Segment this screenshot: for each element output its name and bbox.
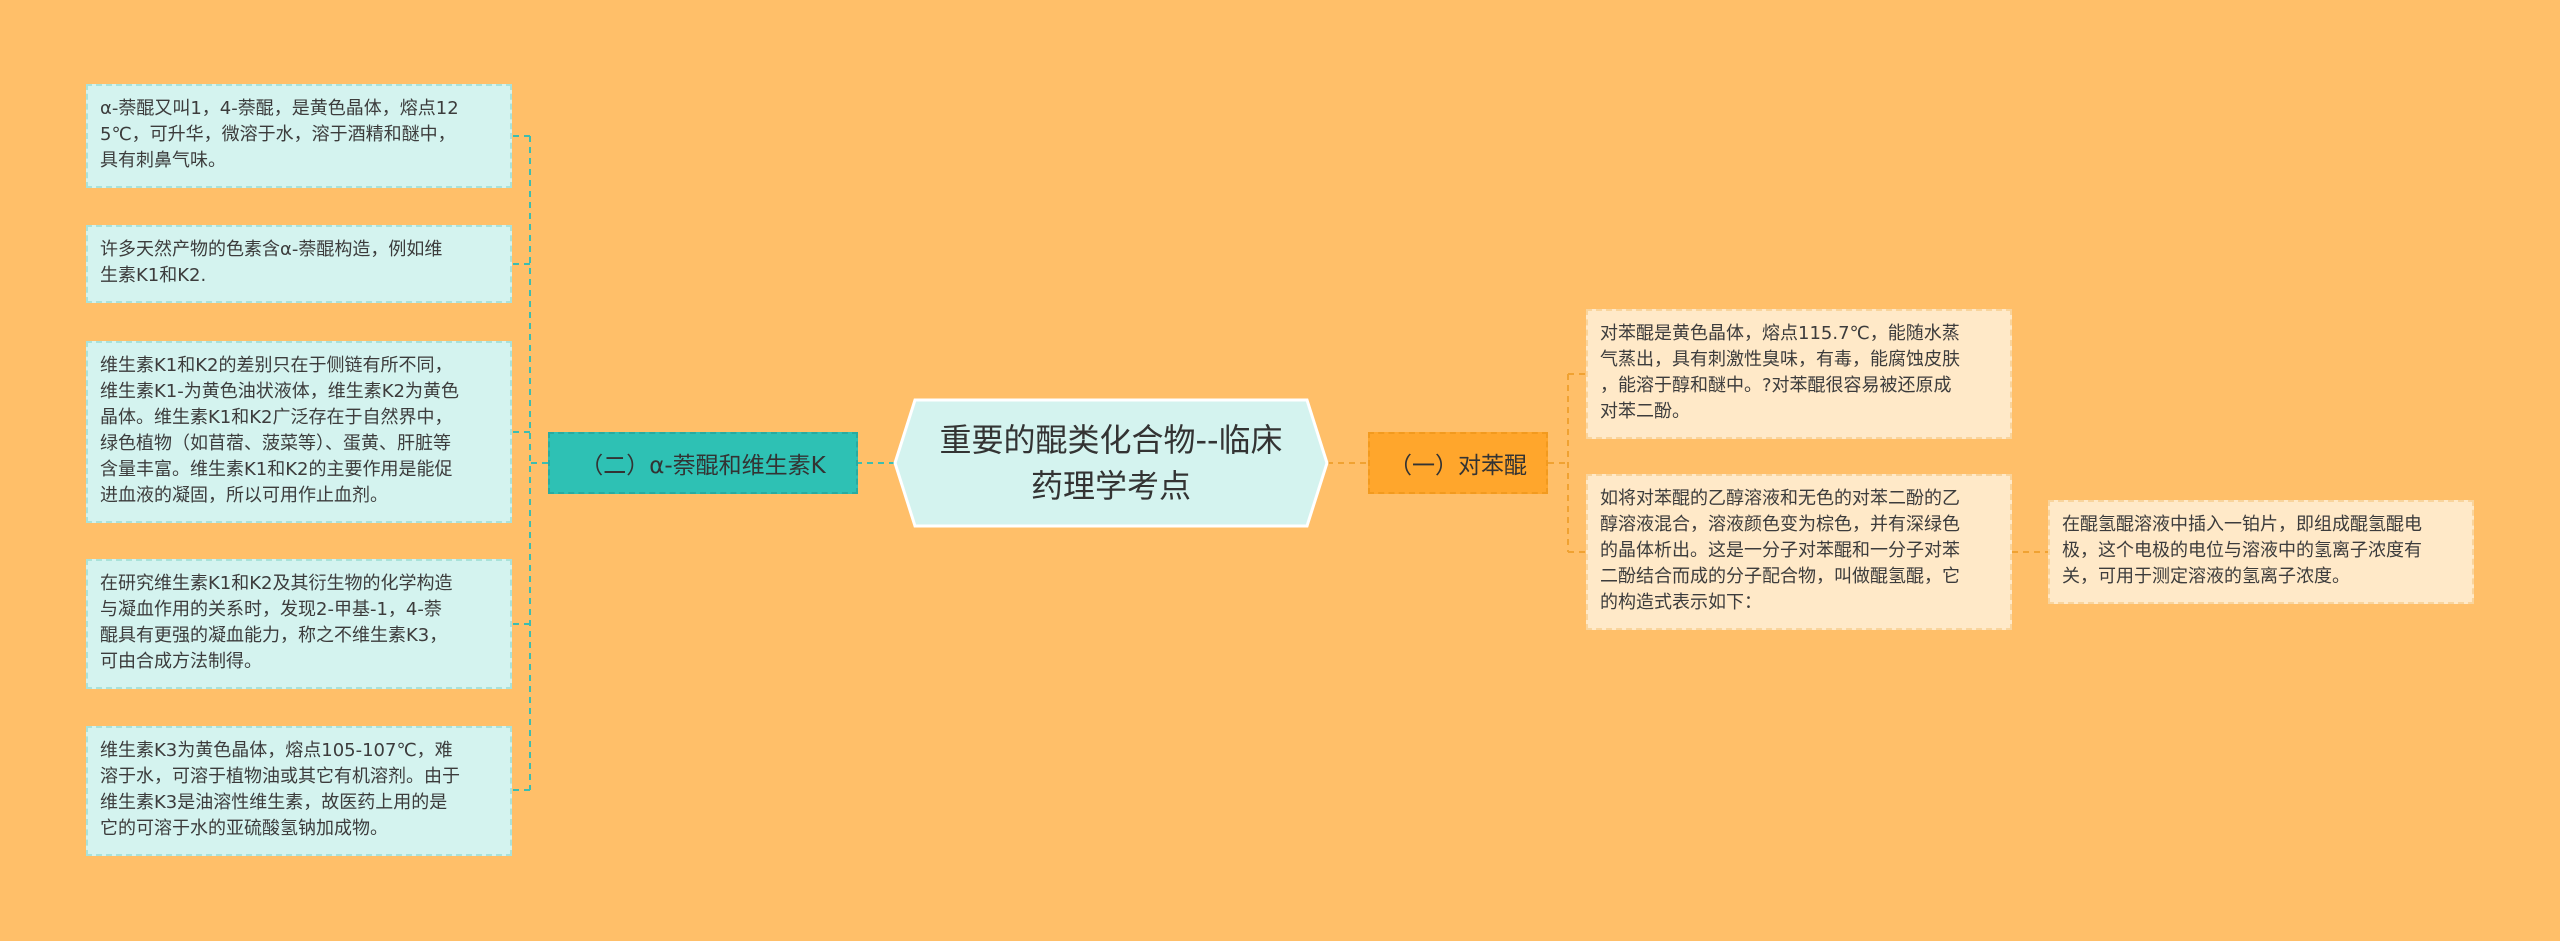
- leaf-left-3[interactable]: 维生素K1和K2的差别只在于侧链有所不同， 维生素K1-为黄色油状液体，维生素K…: [86, 341, 512, 523]
- root-node[interactable]: 重要的醌类化合物--临床 药理学考点: [893, 398, 1329, 528]
- leaf-right-sub[interactable]: 在醌氢醌溶液中插入一铂片，即组成醌氢醌电 极，这个电极的电位与溶液中的氢离子浓度…: [2048, 500, 2474, 604]
- leaf-left-1[interactable]: α-萘醌又叫1，4-萘醌，是黄色晶体，熔点12 5℃，可升华，微溶于水，溶于酒精…: [86, 84, 512, 188]
- leaf-right-2[interactable]: 如将对苯醌的乙醇溶液和无色的对苯二酚的乙 醇溶液混合，溶液颜色变为棕色，并有深绿…: [1586, 474, 2012, 630]
- leaf-left-2[interactable]: 许多天然产物的色素含α-萘醌构造，例如维 生素K1和K2.: [86, 225, 512, 303]
- root-title: 重要的醌类化合物--临床 药理学考点: [939, 421, 1283, 505]
- branch-p-benzoquinone[interactable]: （一）对苯醌: [1368, 432, 1548, 494]
- leaf-left-5[interactable]: 维生素K3为黄色晶体，熔点105-107℃，难 溶于水，可溶于植物油或其它有机溶…: [86, 726, 512, 856]
- branch-alpha-naphthoquinone-vitamin-k[interactable]: （二）α-萘醌和维生素K: [548, 432, 858, 494]
- leaf-left-4[interactable]: 在研究维生素K1和K2及其衍生物的化学构造 与凝血作用的关系时，发现2-甲基-1…: [86, 559, 512, 689]
- branch-label: （一）对苯醌: [1389, 453, 1527, 479]
- leaf-right-1[interactable]: 对苯醌是黄色晶体，熔点115.7℃，能随水蒸 气蒸出，具有刺激性臭味，有毒，能腐…: [1586, 309, 2012, 439]
- branch-label: （二）α-萘醌和维生素K: [580, 453, 826, 479]
- root-node-shape: [893, 398, 1329, 528]
